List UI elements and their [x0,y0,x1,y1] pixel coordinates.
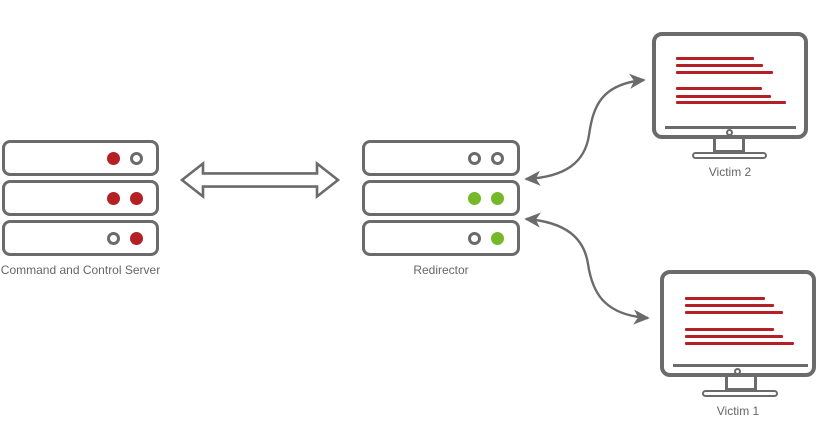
server-rack-unit [2,140,159,176]
status-light-off-icon [468,151,481,165]
status-light-red-icon [130,191,143,205]
screen-text-line [685,304,774,307]
screen-text-line [676,57,754,60]
status-light-green-icon [468,191,481,205]
status-light-off-icon [468,231,481,245]
status-light-off-icon [491,151,504,165]
victim2-monitor-icon [652,32,808,139]
redirector-victim1-arrow [524,212,650,325]
victim1-screen-divider [673,364,808,367]
status-light-green-icon [491,231,504,245]
server-rack-unit [362,140,520,176]
status-lights [468,231,504,245]
victim1-label: Victim 1 [716,404,760,418]
server-rack-unit [362,220,520,256]
status-lights [107,151,143,165]
server-rack-unit [2,180,159,216]
victim2-label: Victim 2 [708,165,752,179]
status-light-off-icon [107,231,120,245]
screen-text-line [685,327,774,331]
victim1-screen-text [664,274,812,373]
victim2-monitor-base [692,152,767,159]
status-light-red-icon [130,231,143,245]
redirector-victim2-arrow [524,73,646,186]
redirector-server-icon [362,140,520,256]
cnc-server-icon [2,140,159,256]
cnc-redirector-double-arrow [179,160,341,200]
victim2-screen-divider [665,126,796,129]
status-lights [107,231,143,245]
redirector-label: Redirector [413,263,469,277]
screen-text-line [676,87,762,90]
status-lights [107,191,143,205]
cnc-server-label: Command and Control Server [0,263,161,277]
screen-text-line [676,70,773,74]
victim1-monitor-icon [660,270,816,377]
status-light-red-icon [107,151,120,165]
screen-text-line [676,101,786,104]
status-lights [468,191,504,205]
status-light-green-icon [491,191,504,205]
screen-text-line [685,297,765,300]
screen-text-line [676,95,771,98]
victim1-power-button-icon [734,368,741,375]
server-rack-unit [362,180,520,216]
status-light-red-icon [107,191,120,205]
victim2-power-button-icon [726,129,733,136]
status-light-off-icon [130,151,143,165]
screen-text-line [685,335,783,338]
server-rack-unit [2,220,159,256]
screen-text-line [676,64,763,67]
screen-text-line [685,311,783,314]
status-lights [468,151,504,165]
victim2-screen-text [656,36,804,135]
screen-text-line [685,342,794,345]
victim1-monitor-base [702,390,778,397]
